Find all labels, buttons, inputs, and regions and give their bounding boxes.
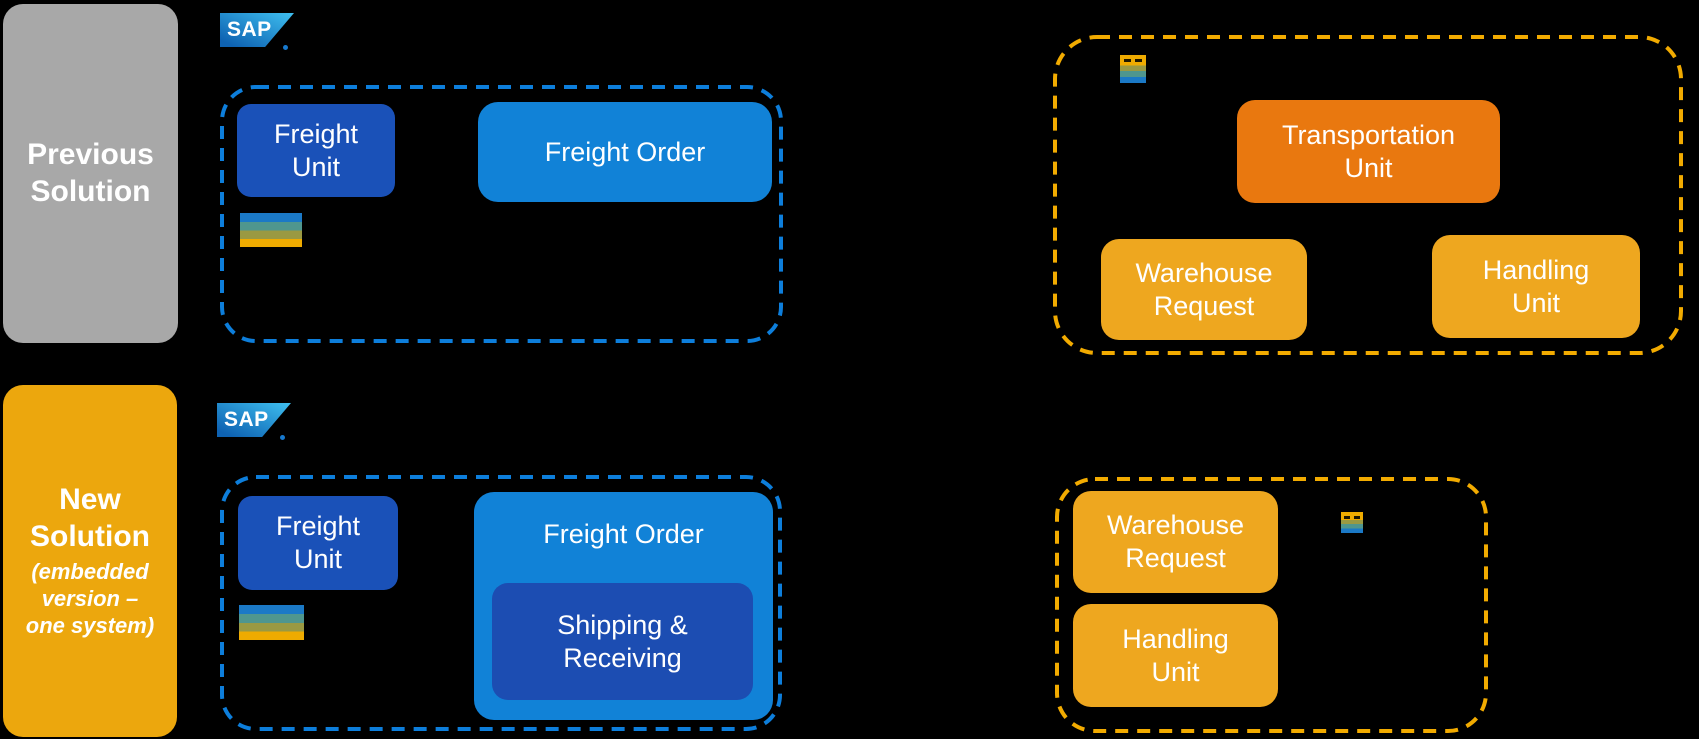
freight-unit-node-new: Freight Unit: [238, 496, 398, 590]
ewm-product-icon: [1341, 512, 1363, 533]
sap-logo-registered-dot: [283, 45, 288, 50]
tm-system-container-new: [220, 475, 782, 731]
sap-logo-shape: SAP: [220, 13, 294, 47]
ewm-system-container-new: [1055, 477, 1488, 733]
freight-unit-node-previous: Freight Unit: [237, 104, 395, 197]
handling-unit-node-new: Handling Unit: [1073, 604, 1278, 707]
new-solution-subtitle: (embedded version – one system): [25, 559, 155, 638]
transportation-unit-node: Transportation Unit: [1237, 100, 1500, 203]
new-solution-title: New Solution: [30, 483, 150, 553]
ewm-system-container-previous: [1053, 35, 1683, 355]
tm-product-icon: [239, 605, 304, 640]
shipping-receiving-node: Shipping & Receiving: [492, 583, 753, 700]
warehouse-request-node-new: Warehouse Request: [1073, 491, 1278, 593]
previous-solution-label: Previous Solution: [3, 4, 178, 343]
tm-system-container-previous: [220, 85, 783, 343]
previous-solution-title: Previous Solution: [27, 137, 154, 208]
freight-order-node-previous: Freight Order: [478, 102, 772, 202]
freight-order-label: Freight Order: [543, 519, 704, 549]
sap-logo-text: SAP: [224, 408, 269, 431]
ewm-product-icon: [1120, 55, 1146, 83]
sap-logo-text: SAP: [227, 18, 272, 41]
warehouse-request-node-previous: Warehouse Request: [1101, 239, 1307, 340]
sap-logo-registered-dot: [280, 435, 285, 440]
new-solution-label: New Solution (embedded version – one sys…: [3, 385, 177, 737]
sap-logo-shape: SAP: [217, 403, 291, 437]
tm-product-icon: [240, 213, 302, 247]
handling-unit-node-previous: Handling Unit: [1432, 235, 1640, 338]
sap-logo: SAP: [217, 403, 291, 440]
freight-order-node-new: Freight Order Shipping & Receiving: [474, 492, 773, 720]
sap-logo: SAP: [220, 13, 294, 50]
